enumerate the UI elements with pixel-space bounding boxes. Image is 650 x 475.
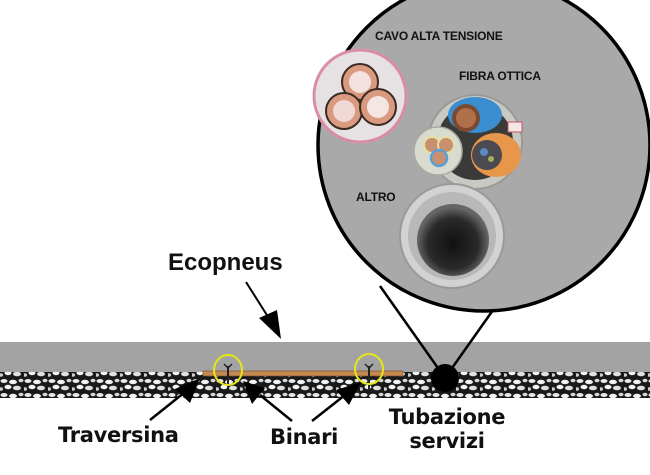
service-pipe-dot — [431, 364, 459, 392]
arrow-rails-left — [243, 381, 293, 422]
high-voltage-cable-label: CAVO ALTA TENSIONE — [375, 29, 503, 43]
arrow-ecopneus — [245, 281, 281, 339]
service-pipe-label: Tubazione servizi — [387, 405, 507, 453]
road-surface-band — [0, 342, 650, 373]
empty-conduit-icon — [399, 183, 505, 289]
optical-fiber-icon — [413, 94, 523, 190]
rail-highlight-right — [354, 353, 384, 385]
magnifier-line-left — [378, 285, 447, 379]
other-label: ALTRO — [356, 190, 396, 204]
high-voltage-cable-icon — [312, 48, 408, 144]
sleeper-label: Traversina — [58, 423, 179, 447]
ecopneus-label: Ecopneus — [168, 249, 283, 276]
gravel-ballast — [0, 372, 650, 398]
arrow-sleeper — [149, 378, 200, 421]
arrow-rails-right — [311, 382, 361, 422]
rail-highlight-left — [213, 354, 243, 386]
rails-label: Binari — [270, 425, 339, 449]
service-pipe-label-line1: Tubazione — [388, 405, 506, 429]
rail-right — [364, 363, 374, 390]
sleeper-plank — [202, 370, 404, 377]
optical-fiber-label: FIBRA OTTICA — [459, 69, 541, 83]
service-pipe-label-line2: servizi — [409, 429, 485, 453]
